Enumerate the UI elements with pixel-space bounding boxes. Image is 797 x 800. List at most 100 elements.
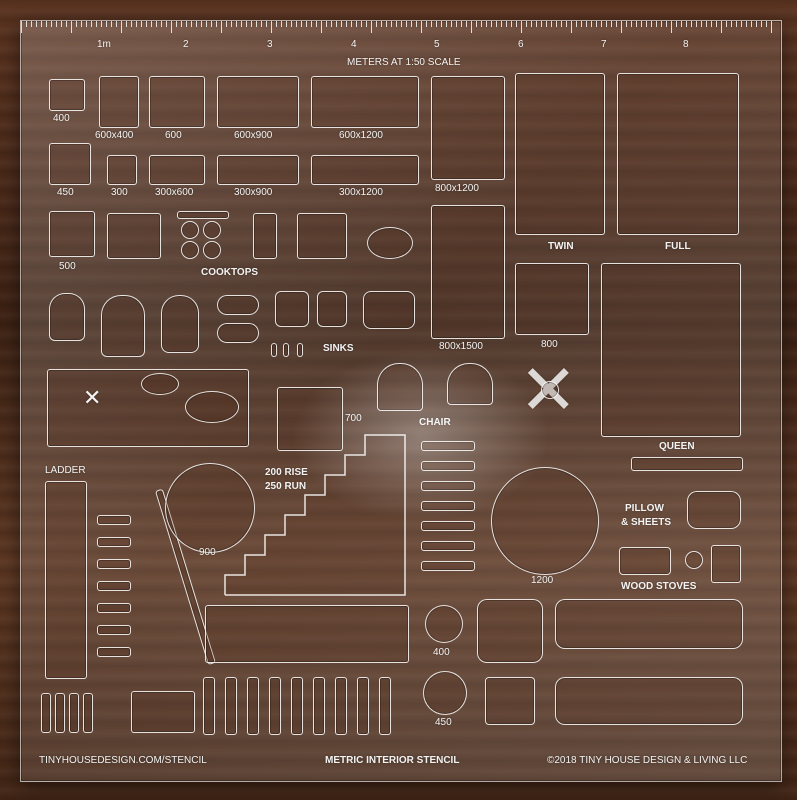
ruler-tick xyxy=(546,21,547,27)
cutout-slot xyxy=(69,693,79,733)
ruler-tick xyxy=(741,21,742,27)
ruler-tick xyxy=(481,21,482,27)
ruler-tick xyxy=(126,21,127,27)
ruler-tick xyxy=(176,21,177,27)
ruler-tick xyxy=(511,21,512,27)
label-ladder: LADDER xyxy=(45,465,86,476)
cutout-600 xyxy=(149,76,205,128)
cutout-toilet xyxy=(161,295,199,353)
ruler-tick xyxy=(81,21,82,27)
ruler-tick xyxy=(96,21,97,27)
stair-tread xyxy=(421,441,475,451)
ladder-rung xyxy=(97,603,131,613)
ruler-tick xyxy=(746,21,747,27)
ruler-tick xyxy=(726,21,727,27)
ruler-tick xyxy=(351,21,352,27)
label-1200: 1200 xyxy=(531,575,554,586)
cutout-slot xyxy=(225,677,237,735)
ruler-tick xyxy=(321,21,322,33)
ruler-tick xyxy=(766,21,767,27)
label-600x1200: 600x1200 xyxy=(339,130,383,141)
cutout-600x1200 xyxy=(311,76,419,128)
ruler-tick xyxy=(286,21,287,27)
cutout-twin-bed xyxy=(515,73,605,235)
ruler-tick xyxy=(136,21,137,27)
ruler-tick xyxy=(296,21,297,27)
ladder-rung xyxy=(97,537,131,547)
stair-tread xyxy=(421,561,475,571)
ruler-tick xyxy=(376,21,377,27)
cutout-slot xyxy=(291,677,303,735)
ruler-tick xyxy=(526,21,527,27)
ruler-tick xyxy=(756,21,757,27)
cutout-rect xyxy=(131,691,195,733)
label-sheets: & SHEETS xyxy=(621,517,672,528)
cutout-square-450 xyxy=(49,143,91,185)
ruler-number: 5 xyxy=(434,39,440,50)
ruler-tick xyxy=(566,21,567,27)
cutout-queen-slot xyxy=(631,457,743,471)
ruler-tick xyxy=(701,21,702,27)
ladder-rung xyxy=(97,581,131,591)
cutout-square-300 xyxy=(107,155,137,185)
ruler-tick xyxy=(256,21,257,27)
ruler-tick xyxy=(86,21,87,27)
ruler-tick xyxy=(236,21,237,27)
label-sinks: SINKS xyxy=(323,343,354,354)
footer-title: METRIC INTERIOR STENCIL xyxy=(325,755,460,766)
cutout-sink xyxy=(363,291,415,329)
cutout-burner xyxy=(203,241,221,259)
label-500: 500 xyxy=(59,261,76,272)
cutout-600x900 xyxy=(217,76,299,128)
cutout-slot xyxy=(83,693,93,733)
ruler-tick xyxy=(451,21,452,27)
label-600x400: 600x400 xyxy=(95,130,134,141)
ruler-tick xyxy=(51,21,52,27)
ruler-tick xyxy=(156,21,157,27)
label-800x1200: 800x1200 xyxy=(435,183,479,194)
ruler-tick xyxy=(231,21,232,27)
cutout-full-bed xyxy=(617,73,739,235)
ruler-tick xyxy=(261,21,262,27)
ruler-tick xyxy=(551,21,552,27)
ruler-tick xyxy=(281,21,282,27)
faucet-slot xyxy=(283,343,289,357)
ruler-tick xyxy=(341,21,342,27)
label-cooktops: COOKTOPS xyxy=(201,267,259,278)
ruler-tick xyxy=(31,21,32,27)
ruler-tick xyxy=(561,21,562,27)
scale-label: METERS AT 1:50 SCALE xyxy=(347,57,461,68)
cutout-300x600 xyxy=(149,155,205,185)
ruler-tick xyxy=(56,21,57,27)
faucet-slot xyxy=(271,343,277,357)
ruler-tick xyxy=(371,21,372,33)
label-full: FULL xyxy=(665,241,691,252)
ruler-tick xyxy=(691,21,692,27)
stair-tread xyxy=(421,501,475,511)
ruler-tick xyxy=(396,21,397,27)
ruler-tick xyxy=(301,21,302,27)
ruler-tick xyxy=(476,21,477,27)
ruler-tick xyxy=(576,21,577,27)
ruler-tick xyxy=(71,21,72,33)
ruler-tick xyxy=(456,21,457,27)
ruler-tick xyxy=(161,21,162,27)
ruler-tick xyxy=(216,21,217,27)
ruler-tick xyxy=(386,21,387,27)
ruler-tick xyxy=(676,21,677,27)
cutout-800 xyxy=(515,263,589,335)
cutout-wood-stove xyxy=(711,545,741,583)
ruler-tick xyxy=(646,21,647,27)
ruler-tick xyxy=(631,21,632,27)
label-run: 250 RUN xyxy=(265,481,307,492)
cutout-ottoman xyxy=(485,677,535,725)
ruler-tick xyxy=(201,21,202,27)
stair-tread xyxy=(421,541,475,551)
cutout-circle-900 xyxy=(165,463,255,553)
cutout-circle-450 xyxy=(423,671,467,715)
ruler-tick xyxy=(446,21,447,27)
ruler-tick xyxy=(541,21,542,27)
ruler-tick xyxy=(226,21,227,27)
label-pillow: PILLOW xyxy=(625,503,664,514)
cutout-pillow xyxy=(687,491,741,529)
